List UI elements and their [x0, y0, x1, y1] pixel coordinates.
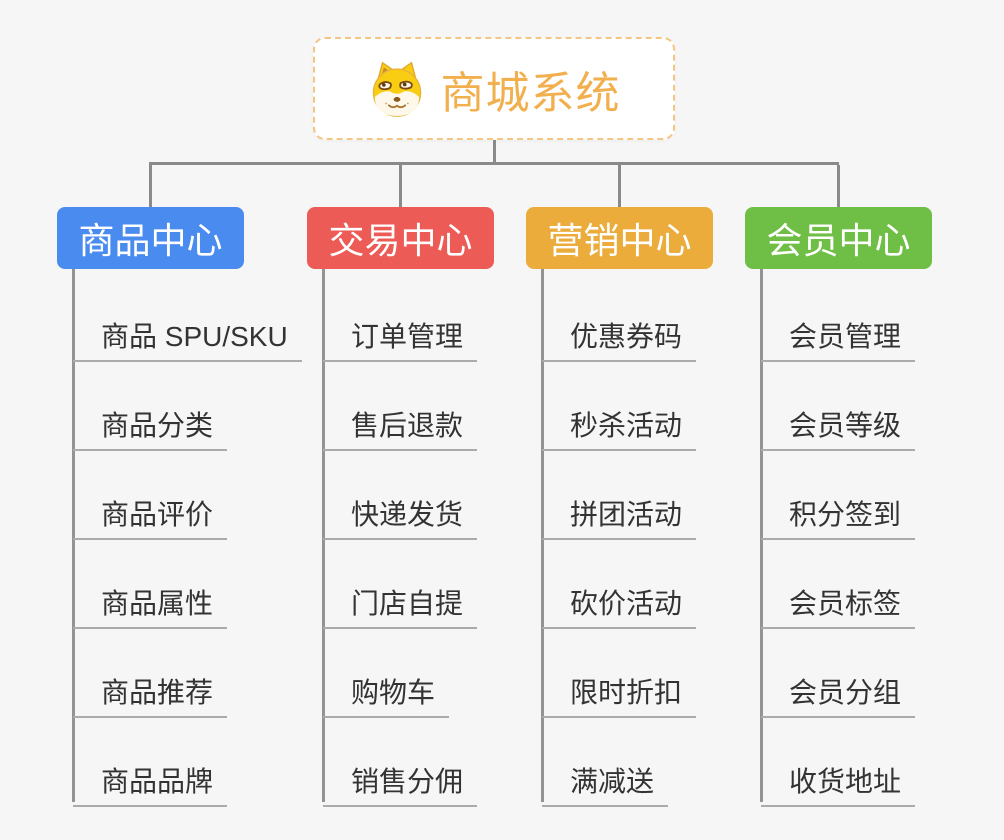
- leaf-node[interactable]: 会员标签: [761, 576, 916, 629]
- leaf-node[interactable]: 销售分佣: [323, 754, 478, 807]
- leaf-node[interactable]: 限时折扣: [542, 665, 697, 718]
- connector-drop: [837, 165, 840, 207]
- leaf-node[interactable]: 会员分组: [761, 665, 916, 718]
- connector-drop: [149, 165, 152, 207]
- root-title: 商城系统: [440, 68, 621, 118]
- branch-header-label: 营销中心: [547, 220, 692, 261]
- leaf-node[interactable]: 积分签到: [761, 487, 916, 540]
- branch-line: [72, 269, 75, 802]
- branch-header-label: 商品中心: [78, 220, 223, 261]
- leaf-node[interactable]: 砍价活动: [542, 576, 697, 629]
- leaf-label: 积分签到: [789, 499, 902, 530]
- leaf-node[interactable]: 商品 SPU/SKU: [73, 309, 302, 362]
- leaf-label: 门店自提: [351, 588, 464, 619]
- leaf-label: 售后退款: [351, 410, 464, 441]
- leaf-label: 满减送: [570, 766, 655, 797]
- connector-drop: [618, 165, 621, 207]
- leaf-node[interactable]: 优惠券码: [542, 309, 697, 362]
- leaf-label: 订单管理: [351, 321, 464, 352]
- leaf-label: 砍价活动: [570, 588, 683, 619]
- branch-header-product[interactable]: 商品中心: [57, 207, 244, 269]
- leaf-label: 限时折扣: [570, 677, 683, 708]
- leaf-node[interactable]: 商品推荐: [73, 665, 228, 718]
- leaf-node[interactable]: 拼团活动: [542, 487, 697, 540]
- leaf-node[interactable]: 订单管理: [323, 309, 478, 362]
- branch-line: [322, 269, 325, 802]
- doge-face-icon: [372, 61, 421, 117]
- leaf-label: 会员分组: [789, 677, 902, 708]
- branch-line: [541, 269, 544, 802]
- leaf-label: 商品品牌: [101, 766, 214, 797]
- leaf-node[interactable]: 会员管理: [761, 309, 916, 362]
- leaf-label: 商品 SPU/SKU: [101, 321, 288, 352]
- branch-header-member[interactable]: 会员中心: [745, 207, 932, 269]
- leaf-node[interactable]: 商品分类: [73, 398, 228, 451]
- leaf-node[interactable]: 会员等级: [761, 398, 916, 451]
- leaf-label: 商品评价: [101, 499, 214, 530]
- root-node[interactable]: 商城系统: [313, 37, 675, 140]
- connector-stem: [493, 140, 496, 164]
- branch-header-trade[interactable]: 交易中心: [307, 207, 494, 269]
- leaf-node[interactable]: 秒杀活动: [542, 398, 697, 451]
- leaf-label: 秒杀活动: [570, 410, 683, 441]
- leaf-label: 拼团活动: [570, 499, 683, 530]
- leaf-label: 优惠券码: [570, 321, 683, 352]
- branch-line: [760, 269, 763, 802]
- connector-drop: [399, 165, 402, 207]
- leaf-label: 购物车: [351, 677, 436, 708]
- leaf-label: 会员等级: [789, 410, 902, 441]
- branch-header-marketing[interactable]: 营销中心: [526, 207, 713, 269]
- leaf-node[interactable]: 收货地址: [761, 754, 916, 807]
- leaf-label: 商品推荐: [101, 677, 214, 708]
- leaf-label: 会员标签: [789, 588, 902, 619]
- leaf-node[interactable]: 商品评价: [73, 487, 228, 540]
- leaf-node[interactable]: 满减送: [542, 754, 669, 807]
- branch-header-label: 交易中心: [328, 220, 473, 261]
- leaf-node[interactable]: 售后退款: [323, 398, 478, 451]
- connector-rail: [149, 162, 839, 165]
- leaf-node[interactable]: 购物车: [323, 665, 450, 718]
- leaf-node[interactable]: 快递发货: [323, 487, 478, 540]
- branch-header-label: 会员中心: [766, 220, 911, 261]
- leaf-node[interactable]: 商品品牌: [73, 754, 228, 807]
- leaf-label: 收货地址: [789, 766, 902, 797]
- leaf-node[interactable]: 门店自提: [323, 576, 478, 629]
- leaf-label: 商品分类: [101, 410, 214, 441]
- leaf-node[interactable]: 商品属性: [73, 576, 228, 629]
- leaf-label: 商品属性: [101, 588, 214, 619]
- leaf-label: 会员管理: [789, 321, 902, 352]
- leaf-label: 销售分佣: [351, 766, 464, 797]
- leaf-label: 快递发货: [351, 499, 464, 530]
